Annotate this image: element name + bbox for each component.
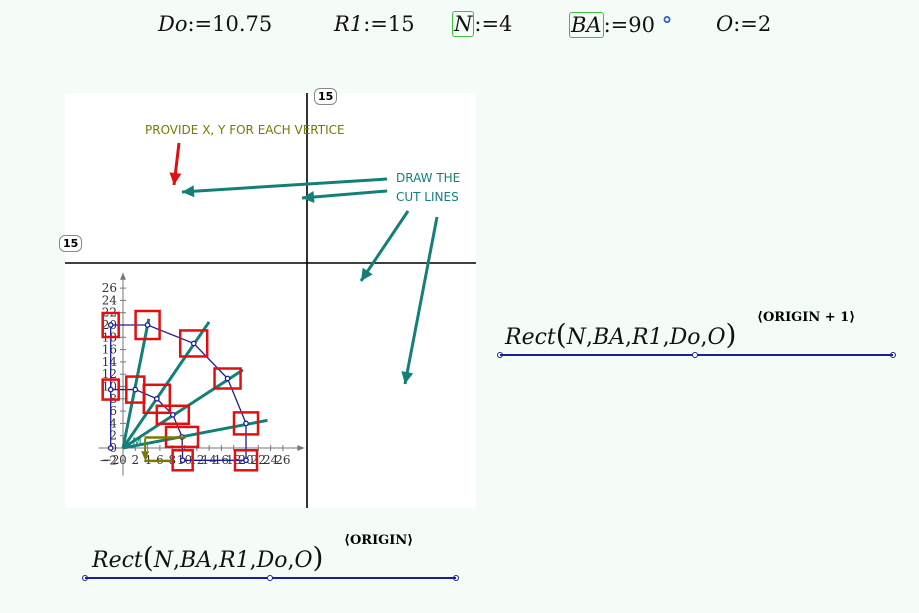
def-do-value: 10.75: [212, 12, 273, 36]
vertex-highlight-box: [125, 375, 146, 404]
vertex-point: [107, 386, 114, 393]
y-tick-label: 24: [102, 293, 118, 307]
def-o[interactable]: O:=2: [716, 12, 771, 36]
y-tick-label: 26: [102, 281, 117, 295]
result-right-func: Rect: [505, 325, 556, 350]
def-o-name: O: [716, 12, 734, 36]
arrow-to-cutline-2-head-icon: [302, 191, 315, 203]
result-right-superscript: ⟨ORIGIN + 1⟩: [757, 310, 856, 325]
annotation-provide: PROVIDE X, Y FOR EACH VERTICE: [145, 123, 345, 137]
cut-line: [122, 368, 244, 450]
arrow-to-cutline-3-head-icon: [361, 267, 373, 281]
y-tick-label: 16: [102, 343, 117, 357]
plot-y-limit-box[interactable]: 15: [314, 88, 338, 105]
vertex-highlight-box: [134, 309, 161, 341]
x-tick-label: 24: [263, 453, 279, 467]
vertex-highlight-box: [233, 449, 259, 472]
x-tick-label: 26: [275, 453, 290, 467]
vertex-point: [153, 395, 160, 402]
y-tick-label: −2: [99, 453, 117, 467]
def-o-op: :=: [733, 12, 758, 36]
result-bottom-func: Rect: [92, 548, 143, 573]
def-ba-op: :=: [603, 13, 629, 37]
vertex-point: [144, 322, 151, 328]
arg-n: N: [153, 548, 173, 573]
arg-ba: BA: [179, 548, 212, 573]
y-tick-label: 6: [109, 404, 117, 418]
arg-o: O: [294, 548, 313, 573]
vertex-point: [179, 457, 186, 464]
arg-do: Do: [256, 548, 288, 573]
def-n-op: :=: [474, 12, 500, 36]
cut-line: [121, 318, 151, 449]
vertex-point: [169, 411, 176, 418]
arrow-to-cutline-4: [403, 216, 439, 385]
vertex-highlight-box: [171, 449, 194, 472]
def-do-name: Do: [158, 12, 188, 36]
vertex-highlight-box: [101, 311, 120, 339]
vertex-highlight-box: [232, 411, 260, 436]
def-o-value: 2: [757, 12, 772, 36]
arrow-to-cutline-1-head-icon: [182, 185, 195, 198]
x-tick-label: 22: [251, 453, 266, 467]
def-do[interactable]: Do:=10.75: [158, 12, 272, 36]
arrow-to-vertex-head-icon: [169, 172, 182, 185]
def-do-op: :=: [187, 12, 213, 36]
vertex-highlight-box: [101, 378, 120, 401]
def-r1-name: R1: [334, 12, 364, 36]
y-tick-label: 4: [109, 416, 117, 430]
vertex-point: [190, 340, 197, 347]
vertex-point: [243, 457, 249, 464]
cut-line: [122, 418, 268, 450]
vertex-point: [132, 386, 139, 393]
arg-r1: R1: [219, 548, 250, 573]
y-axis-arrow-icon: [120, 272, 126, 280]
result-bottom-expression[interactable]: Rect(N,BA,R1,Do,O): [92, 541, 324, 574]
x-axis-arrow-icon: [297, 445, 305, 451]
def-r1-value: 15: [387, 12, 415, 36]
arg-ba: BA: [592, 325, 625, 350]
polygon-trace: [110, 324, 247, 461]
vertex-highlight-box: [155, 404, 191, 426]
def-ba-name: BA: [569, 12, 604, 38]
def-r1[interactable]: R1:=15: [334, 12, 415, 36]
arrow-to-cutline-3: [359, 210, 410, 282]
arg-do: Do: [669, 325, 701, 350]
annotation-draw-2: CUT LINES: [396, 190, 459, 204]
degree-unit-icon: °: [661, 12, 673, 37]
marker-label: M: [132, 436, 142, 449]
def-n[interactable]: N:=4: [452, 11, 513, 37]
y-tick-label: 12: [102, 367, 117, 381]
vertex-point: [243, 420, 249, 427]
vertex-highlight-box: [213, 367, 242, 390]
arg-o: O: [707, 325, 726, 350]
arg-n: N: [566, 325, 586, 350]
dim-arrow-down-icon: [141, 451, 150, 461]
arg-r1: R1: [632, 325, 663, 350]
def-n-value: 4: [499, 12, 513, 36]
x-tick-label: 2: [131, 453, 139, 467]
def-ba-value: 90: [628, 13, 656, 37]
plot-x-limit-box[interactable]: 15: [59, 235, 83, 252]
vertex-highlight-box: [178, 329, 209, 358]
vertex-point: [107, 445, 114, 451]
y-tick-label: 14: [102, 355, 118, 369]
annotation-draw-1: DRAW THE: [396, 171, 460, 185]
vertex-point: [107, 322, 114, 328]
x-tick-label: −2: [102, 453, 120, 467]
vertex-point: [224, 375, 231, 382]
arrow-to-cutline-1: [181, 177, 388, 194]
arrow-to-cutline-2: [301, 189, 388, 200]
xy-plot[interactable]: −202468101214161820222426−20246810121416…: [65, 93, 476, 508]
y-tick-label: 2: [109, 429, 117, 443]
result-right-expression[interactable]: Rect(N,BA,R1,Do,O): [505, 318, 737, 351]
def-n-name: N: [452, 11, 475, 37]
arrow-to-cutline-4-head-icon: [401, 371, 414, 384]
plot-canvas: −202468101214161820222426−20246810121416…: [65, 93, 476, 508]
def-r1-op: :=: [363, 12, 388, 36]
result-bottom-superscript: ⟨ORIGIN⟩: [344, 533, 414, 548]
def-ba[interactable]: BA:=90 °: [569, 12, 673, 38]
